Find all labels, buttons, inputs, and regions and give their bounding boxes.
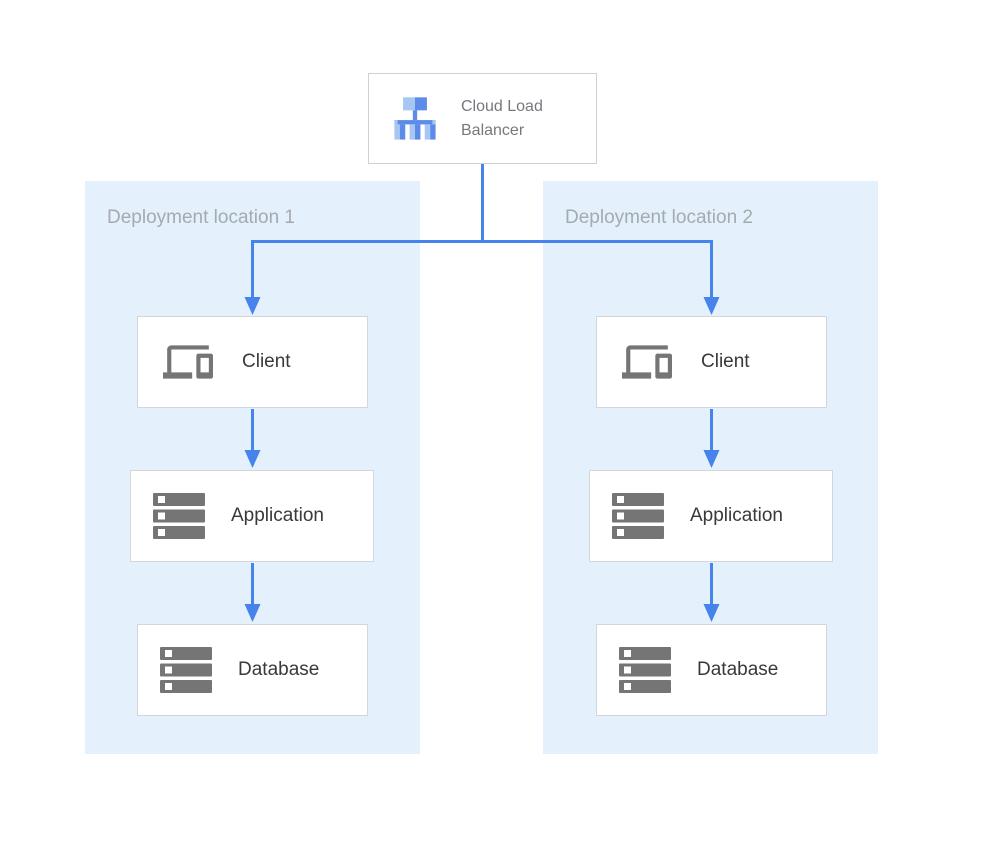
deployment-location-1-label: Deployment location 1 — [107, 207, 295, 228]
client-node-location-2: Client — [596, 316, 827, 408]
server-stack-icon — [160, 647, 212, 693]
database-label: Database — [697, 659, 779, 680]
application-node-location-2: Application — [589, 470, 833, 562]
cloud-load-balancer-node: Cloud Load Balancer — [368, 73, 597, 164]
server-stack-icon — [153, 493, 205, 539]
devices-icon — [160, 337, 216, 387]
load-balancer-icon — [389, 93, 441, 145]
database-node-location-2: Database — [596, 624, 827, 716]
devices-icon — [619, 337, 675, 387]
server-stack-icon — [619, 647, 671, 693]
database-label: Database — [238, 659, 320, 680]
server-stack-icon — [612, 493, 664, 539]
application-label: Application — [690, 505, 783, 526]
client-label: Client — [701, 351, 750, 372]
deployment-location-2-label: Deployment location 2 — [565, 207, 753, 228]
client-node-location-1: Client — [137, 316, 368, 408]
load-balancer-label: Cloud Load Balancer — [461, 97, 543, 139]
database-node-location-1: Database — [137, 624, 368, 716]
application-label: Application — [231, 505, 324, 526]
client-label: Client — [242, 351, 291, 372]
application-node-location-1: Application — [130, 470, 374, 562]
